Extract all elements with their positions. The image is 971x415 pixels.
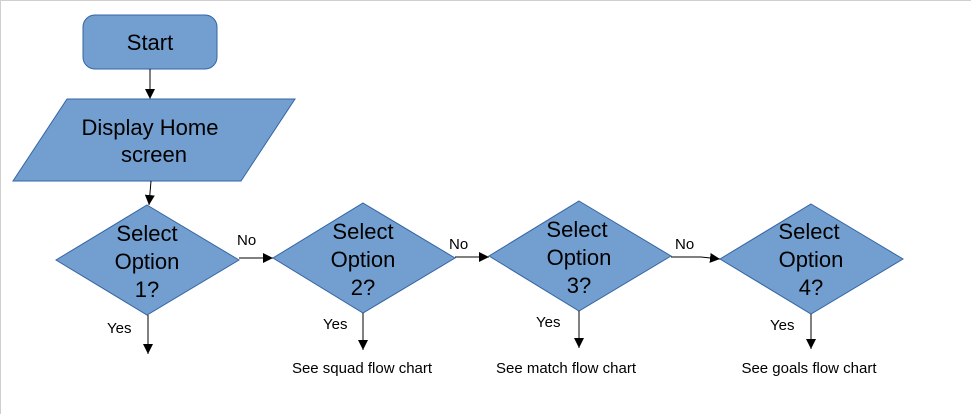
decision-4-line3: 4?	[799, 275, 823, 300]
no-label-1: No	[237, 232, 256, 249]
yes-label-1: Yes	[107, 320, 131, 337]
edge-decision-3-no	[671, 252, 721, 263]
start-label: Start	[127, 30, 173, 55]
decision-3-line3: 3?	[567, 273, 591, 298]
decision-4-line2: Option	[779, 247, 844, 272]
yes-label-2: Yes	[323, 316, 347, 333]
display-label-line2: screen	[121, 142, 187, 167]
decision-2-line3: 2?	[351, 275, 375, 300]
decision-option-4[interactable]: Select Option 4?	[719, 203, 904, 315]
display-home-screen-node[interactable]: Display Home screen	[12, 98, 296, 182]
start-node[interactable]: Start	[82, 14, 218, 70]
decision-1-line1: Select	[116, 221, 177, 246]
decision-1-line3: 1?	[135, 277, 159, 302]
decision-3-line1: Select	[546, 217, 607, 242]
outcome-squad-flow-chart: See squad flow chart	[292, 360, 433, 377]
yes-label-3: Yes	[536, 314, 560, 331]
outcome-goals-flow-chart: See goals flow chart	[741, 360, 877, 377]
display-label-line1: Display Home	[82, 115, 219, 140]
decision-1-line2: Option	[115, 249, 180, 274]
decision-option-3[interactable]: Select Option 3?	[488, 200, 672, 312]
no-label-3: No	[675, 236, 694, 253]
decision-2-line1: Select	[332, 219, 393, 244]
yes-label-4: Yes	[770, 317, 794, 334]
decision-option-1[interactable]: Select Option 1?	[55, 204, 240, 316]
edge-display-to-decision-1	[144, 180, 155, 206]
outcome-match-flow-chart: See match flow chart	[496, 360, 637, 377]
decision-3-line2: Option	[547, 245, 612, 270]
no-label-2: No	[449, 236, 468, 253]
decision-option-2[interactable]: Select Option 2?	[272, 202, 456, 314]
decision-2-line2: Option	[331, 247, 396, 272]
decision-4-line1: Select	[778, 219, 839, 244]
